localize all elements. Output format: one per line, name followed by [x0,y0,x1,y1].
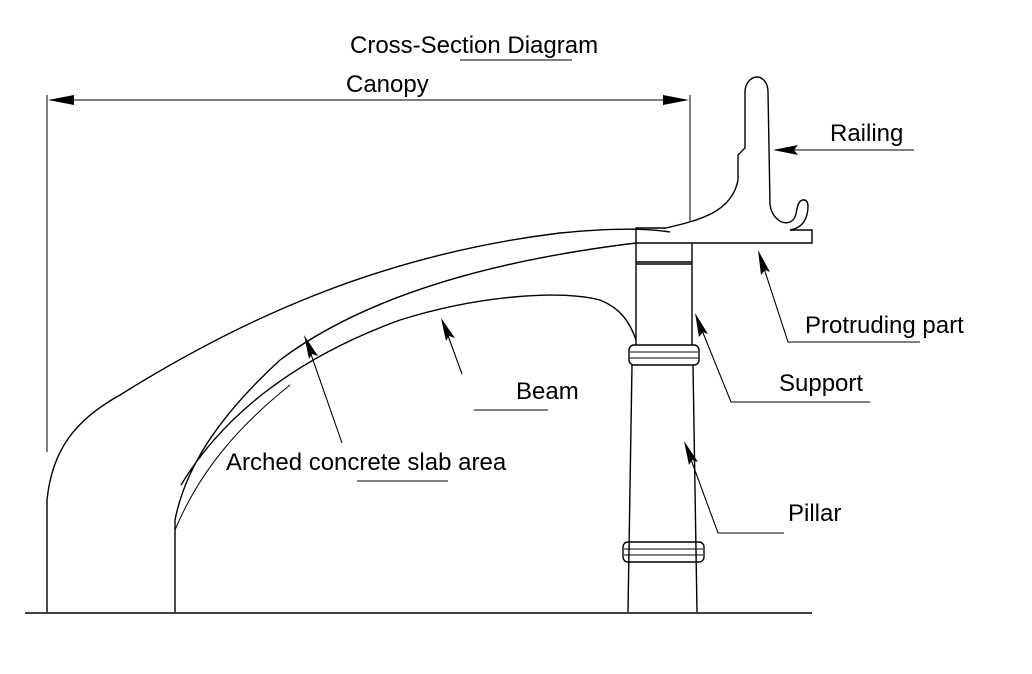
label-railing: Railing [830,120,903,147]
slab-underside [174,242,637,612]
beam-arrow [441,318,455,341]
label-beam: Beam [516,378,579,405]
pillar-arrow [684,441,698,465]
dimension-arrow-right [663,95,689,105]
protruding-plate [635,227,813,244]
support-leader [695,313,870,403]
slab-inner-line [174,384,291,531]
arched-slab-arrow [304,335,318,359]
railing-arrow [773,145,798,155]
support-block [635,243,693,345]
pillar-leader [684,441,784,534]
beam-curve [180,294,637,486]
dimension-arrow-left [48,95,74,105]
label-arched-slab: Arched concrete slab area [226,449,507,476]
support-arrow [695,313,708,337]
pillar-shaft [622,344,705,613]
protruding-arrow [758,250,770,275]
railing-leader [773,145,914,155]
arched-slab-leader [304,335,448,482]
diagram-title: Cross-Section Diagram [350,32,598,59]
protruding-leader [758,250,920,343]
canopy-top-surface [46,228,671,612]
canopy-dimension [46,95,691,452]
label-canopy: Canopy [346,71,429,98]
railing-profile [665,76,809,231]
label-support: Support [779,370,863,397]
pillar-ring-upper [628,344,700,366]
label-protruding-part: Protruding part [805,312,964,339]
pillar-ring-lower [622,541,705,563]
label-pillar: Pillar [788,500,841,527]
beam-leader [441,318,548,411]
